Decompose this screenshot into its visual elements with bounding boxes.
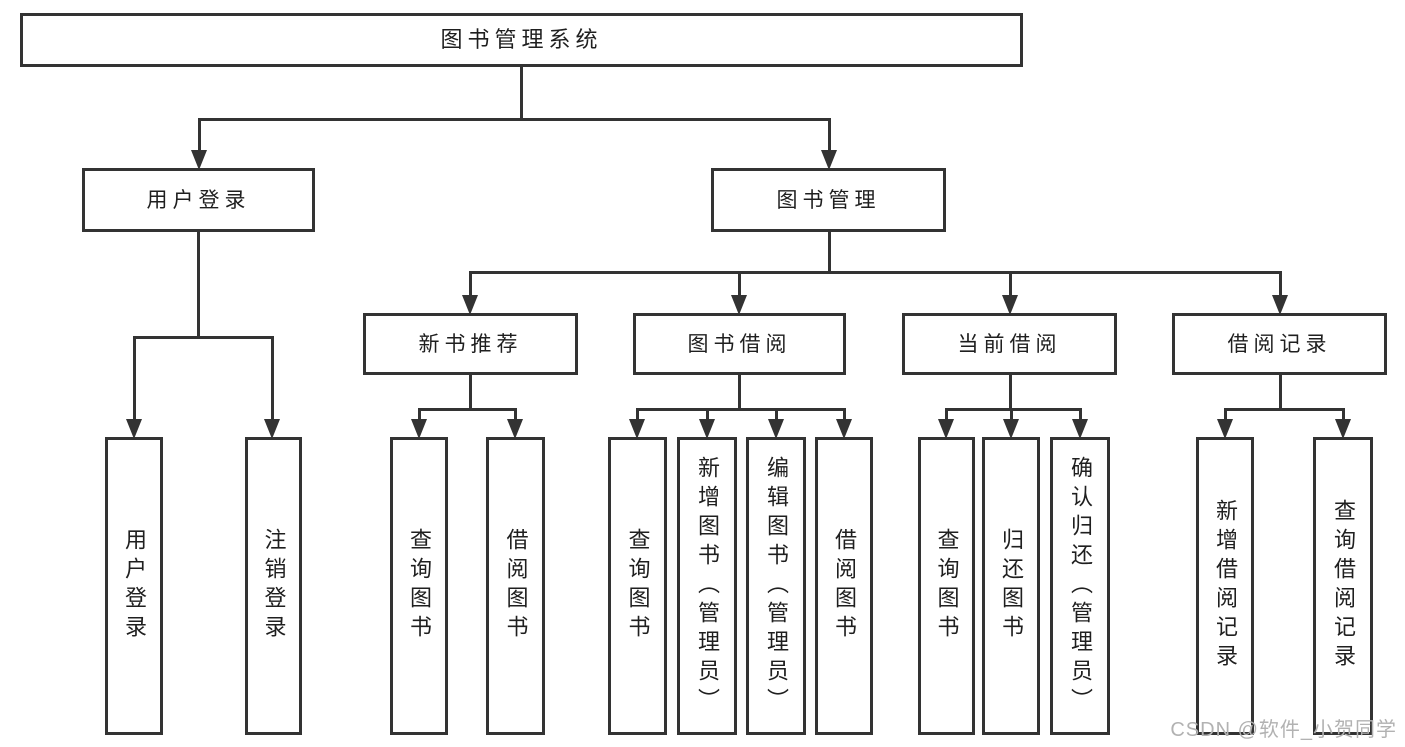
arrowhead-down-icon [126, 419, 142, 439]
node-label-borrowing-records: 借阅记录 [1227, 332, 1332, 356]
arrowhead-down-icon [699, 419, 715, 439]
node-return-books: 归还图书 [982, 437, 1040, 735]
connector-bar-new-book-recommend [417, 408, 517, 411]
node-label-query-books-3: 查询图书 [934, 528, 960, 644]
node-new-book-recommend: 新书推荐 [363, 313, 578, 375]
node-label-user-login-leaf: 用户登录 [122, 528, 147, 644]
node-label-book-management: 图书管理 [776, 188, 881, 212]
node-query-books-2: 查询图书 [608, 437, 667, 735]
connector-stub-book-management [827, 232, 831, 274]
arrowhead-down-icon [264, 419, 280, 439]
node-label-logout-leaf: 注销登录 [261, 528, 287, 644]
connector-stub-new-book-recommend [468, 375, 472, 411]
node-query-books-3: 查询图书 [918, 437, 975, 735]
node-book-management: 图书管理 [711, 168, 946, 232]
node-label-new-book-recommend: 新书推荐 [418, 332, 523, 356]
arrowhead-down-icon [938, 419, 954, 439]
node-logout-leaf: 注销登录 [245, 437, 302, 735]
arrowhead-down-icon [1217, 419, 1233, 439]
node-borrowing-records: 借阅记录 [1172, 313, 1387, 375]
node-label-query-books-2: 查询图书 [625, 528, 651, 644]
connector-stub-borrowing-records [1278, 375, 1282, 411]
node-query-borrow-record: 查询借阅记录 [1313, 437, 1373, 735]
arrowhead-down-icon [1002, 295, 1018, 315]
node-user-login-leaf: 用户登录 [105, 437, 163, 735]
node-query-books-1: 查询图书 [390, 437, 448, 735]
arrowhead-down-icon [768, 419, 784, 439]
node-edit-books-admin: 编辑图书（管理员） [746, 437, 806, 735]
arrowhead-down-icon [731, 295, 747, 315]
connector-drop-book-management-1 [737, 271, 741, 309]
node-label-borrow-books-1: 借阅图书 [503, 528, 529, 644]
connector-bar-root [197, 118, 831, 121]
connector-stub-current-borrowing [1008, 375, 1012, 411]
connector-stub-user-login [196, 232, 200, 339]
connector-stub-root [519, 67, 523, 121]
arrowhead-down-icon [629, 419, 645, 439]
connector-drop-user-login-0 [132, 336, 136, 433]
arrowhead-down-icon [1072, 419, 1088, 439]
node-add-books-admin: 新增图书（管理员） [677, 437, 737, 735]
arrowhead-down-icon [507, 419, 523, 439]
connector-stub-book-borrowing [737, 375, 741, 411]
node-label-add-borrow-record: 新增借阅记录 [1213, 499, 1238, 673]
arrowhead-down-icon [411, 419, 427, 439]
node-confirm-return-admin: 确认归还（管理员） [1050, 437, 1110, 735]
node-label-confirm-return-admin: 确认归还（管理员） [1068, 455, 1093, 717]
connector-bar-borrowing-records [1223, 408, 1345, 411]
node-borrow-books-2: 借阅图书 [815, 437, 873, 735]
arrowhead-down-icon [1272, 295, 1288, 315]
arrowhead-down-icon [836, 419, 852, 439]
connector-drop-book-management-2 [1008, 271, 1012, 309]
node-borrow-books-1: 借阅图书 [486, 437, 545, 735]
arrowhead-down-icon [1003, 419, 1019, 439]
csdn-watermark: CSDN @软件_小贺同学 [1170, 719, 1397, 741]
node-label-user-login: 用户登录 [146, 188, 251, 212]
node-label-root: 图书管理系统 [440, 27, 603, 52]
node-label-current-borrowing: 当前借阅 [957, 332, 1062, 356]
node-current-borrowing: 当前借阅 [902, 313, 1117, 375]
node-add-borrow-record: 新增借阅记录 [1196, 437, 1254, 735]
connector-drop-user-login-1 [270, 336, 274, 433]
arrowhead-down-icon [1335, 419, 1351, 439]
connector-drop-root-0 [197, 118, 201, 164]
connector-bar-user-login [132, 336, 274, 339]
arrowhead-down-icon [821, 150, 837, 170]
node-label-book-borrowing: 图书借阅 [687, 332, 792, 356]
node-label-query-borrow-record: 查询借阅记录 [1331, 499, 1356, 673]
arrowhead-down-icon [462, 295, 478, 315]
node-label-query-books-1: 查询图书 [407, 528, 432, 644]
node-label-borrow-books-2: 借阅图书 [832, 528, 857, 644]
node-label-edit-books-admin: 编辑图书（管理员） [764, 455, 789, 717]
node-book-borrowing: 图书借阅 [633, 313, 846, 375]
connector-bar-book-borrowing [635, 408, 846, 411]
connector-drop-root-1 [827, 118, 831, 164]
connector-bar-book-management [468, 271, 1282, 274]
node-label-return-books: 归还图书 [999, 528, 1024, 644]
connector-drop-book-management-0 [468, 271, 472, 309]
arrowhead-down-icon [191, 150, 207, 170]
connector-bar-current-borrowing [944, 408, 1082, 411]
node-user-login: 用户登录 [82, 168, 315, 232]
node-label-add-books-admin: 新增图书（管理员） [695, 455, 720, 717]
connector-drop-book-management-3 [1278, 271, 1282, 309]
node-root: 图书管理系统 [20, 13, 1023, 67]
